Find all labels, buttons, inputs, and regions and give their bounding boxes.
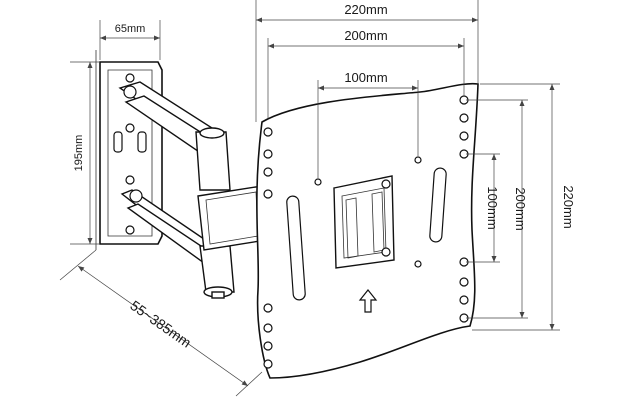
swivel-bracket — [197, 185, 267, 251]
dim-label-195mm: 195mm — [73, 135, 85, 172]
lower-arm-joint — [199, 245, 235, 293]
dim-65mm — [99, 20, 161, 60]
dim-label-100mm-vertical: 100mm — [485, 186, 500, 229]
up-arrow-icon — [358, 289, 378, 313]
dim-200mm-vertical — [466, 99, 528, 319]
dim-100mm-vertical — [466, 153, 500, 263]
upper-arm — [118, 81, 231, 191]
dim-label-100mm-top: 100mm — [344, 70, 387, 85]
dim-100mm-top — [317, 80, 419, 178]
dim-220mm-vertical — [472, 83, 560, 331]
dim-extension — [59, 249, 263, 397]
dim-label-200mm-vertical: 200mm — [513, 187, 528, 230]
dim-label-200mm-top: 200mm — [344, 28, 387, 43]
tv-plate — [256, 82, 479, 379]
dim-label-220mm-top: 220mm — [344, 2, 387, 17]
dim-label-220mm-vertical: 220mm — [561, 185, 576, 228]
dim-195mm — [70, 61, 100, 245]
lower-arm — [120, 189, 235, 299]
upper-arm-joint — [195, 131, 231, 191]
dim-label-extension: 55~385mm — [127, 297, 194, 351]
dim-200mm-top — [267, 38, 465, 118]
dim-label-65mm: 65mm — [115, 23, 146, 35]
dim-220mm-top — [255, 0, 479, 122]
